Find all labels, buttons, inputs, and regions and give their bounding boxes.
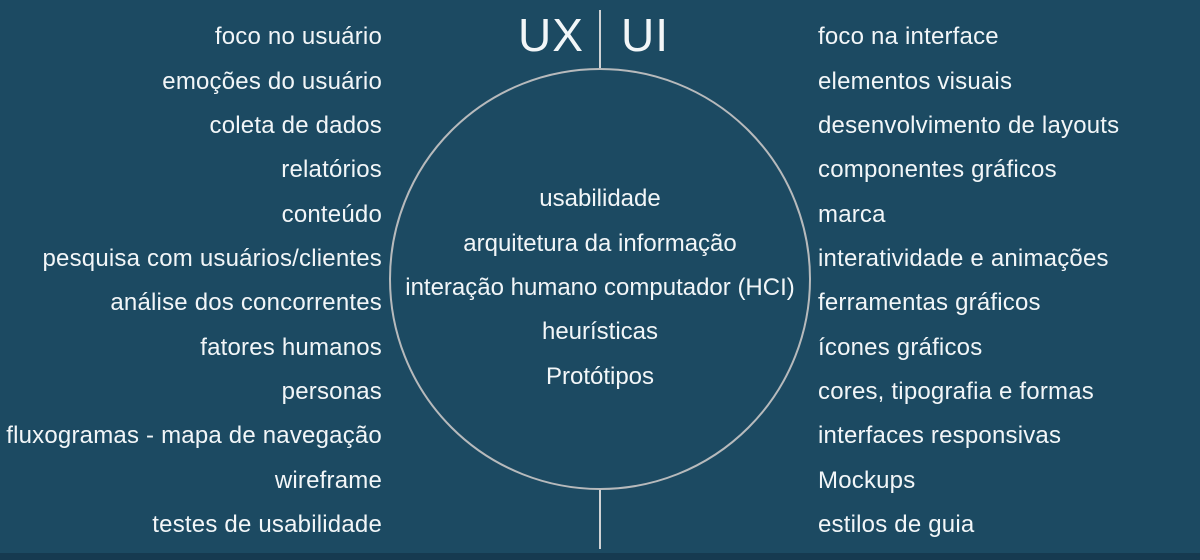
shared-item: Protótipos [545, 362, 655, 390]
ui-heading: UI [621, 9, 669, 61]
ui-item: elementos visuais [818, 67, 1013, 95]
shared-item: arquitetura da informação [463, 229, 737, 257]
shared-item: interação humano computador (HCI) [405, 273, 795, 301]
ux-item: fluxogramas - mapa de navegação [6, 422, 382, 450]
ux-item: emoções do usuário [162, 67, 382, 95]
ux-item: análise dos concorrentes [110, 289, 382, 317]
top-divider-line [599, 10, 601, 68]
ux-item: pesquisa com usuários/clientes [42, 244, 382, 272]
ux-heading: UX [518, 9, 584, 61]
shared-item: heurísticas [541, 318, 659, 346]
bottom-edge-strip [0, 553, 1200, 560]
ui-item: desenvolvimento de layouts [818, 111, 1120, 139]
ui-item: Mockups [818, 466, 916, 494]
ui-item: estilos de guia [818, 510, 975, 538]
ux-item: conteúdo [281, 200, 382, 228]
ui-item: interatividade e animações [818, 244, 1109, 272]
ui-item: componentes gráficos [818, 156, 1057, 184]
ux-items-column: foco no usuário emoções do usuário colet… [0, 15, 382, 547]
ui-item: ferramentas gráficos [818, 289, 1041, 317]
ui-item: ícones gráficos [818, 333, 983, 361]
ux-item: fatores humanos [200, 333, 382, 361]
shared-skills-circle: usabilidade arquitetura da informação in… [389, 68, 811, 490]
ux-item: personas [281, 377, 382, 405]
ux-item: coleta de dados [209, 111, 382, 139]
ui-item: cores, tipografia e formas [818, 377, 1094, 405]
ui-item: marca [818, 200, 886, 228]
shared-item: usabilidade [539, 185, 661, 213]
ui-items-column: foco na interface elementos visuais dese… [818, 15, 1200, 547]
ux-item: wireframe [274, 466, 382, 494]
ux-item: foco no usuário [214, 23, 382, 51]
bottom-divider-line [599, 490, 601, 549]
ui-item: foco na interface [818, 23, 999, 51]
ux-item: relatórios [281, 156, 382, 184]
ui-item: interfaces responsivas [818, 422, 1062, 450]
ux-item: testes de usabilidade [152, 510, 382, 538]
